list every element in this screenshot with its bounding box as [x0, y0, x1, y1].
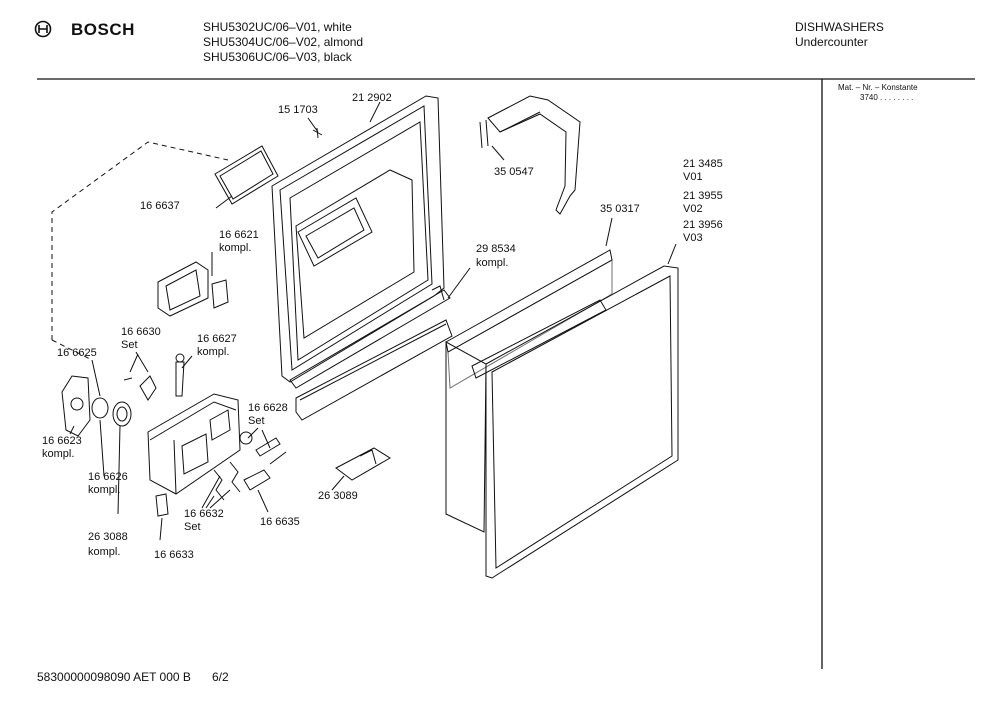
part-label-166630: 16 6630	[121, 326, 161, 338]
brand-name: BOSCH	[71, 20, 135, 39]
part-label-166623: 16 6623	[42, 435, 82, 447]
part-variant-v03: V03	[683, 232, 703, 244]
part-label-166627: 16 6627	[197, 333, 237, 345]
part-label-166633: 16 6633	[154, 549, 194, 561]
part-label-151703: 15 1703	[278, 104, 318, 116]
part-label-263089: 26 3089	[318, 490, 358, 502]
part-label-166635: 16 6635	[260, 516, 300, 528]
model-line-3: SHU5306UC/06–V03, black	[203, 50, 352, 64]
document-code: 58300000098090 AET 000 B	[37, 670, 191, 684]
part-label-298534: 29 8534	[476, 243, 516, 255]
part-variant-v02: V02	[683, 203, 703, 215]
part-label-213956: 21 3956	[683, 219, 723, 231]
material-number-label: Mat. – Nr. – Konstante	[838, 83, 918, 92]
part-note-166632: Set	[184, 521, 201, 533]
page-number: 6/2	[212, 670, 229, 684]
part-label-166637: 16 6637	[140, 200, 180, 212]
model-line-1: SHU5302UC/06–V01, white	[203, 20, 352, 34]
part-label-350547: 35 0547	[494, 166, 534, 178]
part-label-166628: 16 6628	[248, 402, 288, 414]
part-label-263088: 26 3088	[88, 531, 128, 543]
part-label-213955: 21 3955	[683, 190, 723, 202]
part-note-166623: kompl.	[42, 448, 75, 460]
model-line-2: SHU5304UC/06–V02, almond	[203, 35, 364, 49]
category-subtitle: Undercounter	[795, 35, 868, 49]
part-note-166621: kompl.	[219, 242, 252, 254]
part-label-212902: 21 2902	[352, 92, 392, 104]
part-note-166627: kompl.	[197, 346, 230, 358]
category-title: DISHWASHERS	[795, 20, 884, 34]
part-note-263088: kompl.	[88, 546, 121, 558]
bosch-logo-icon	[34, 20, 52, 38]
part-note-166628: Set	[248, 415, 265, 427]
part-note-298534: kompl.	[476, 257, 509, 269]
part-label-166632: 16 6632	[184, 508, 224, 520]
part-variant-v01: V01	[683, 171, 703, 183]
part-label-166625: 16 6625	[57, 347, 97, 359]
part-note-166630: Set	[121, 339, 138, 351]
part-label-350317: 35 0317	[600, 203, 640, 215]
part-label-213485: 21 3485	[683, 158, 723, 170]
part-label-166626: 16 6626	[88, 471, 128, 483]
part-note-166626: kompl.	[88, 484, 121, 496]
part-label-166621: 16 6621	[219, 229, 259, 241]
material-number-value: 3740 . . . . . . . .	[860, 93, 914, 102]
